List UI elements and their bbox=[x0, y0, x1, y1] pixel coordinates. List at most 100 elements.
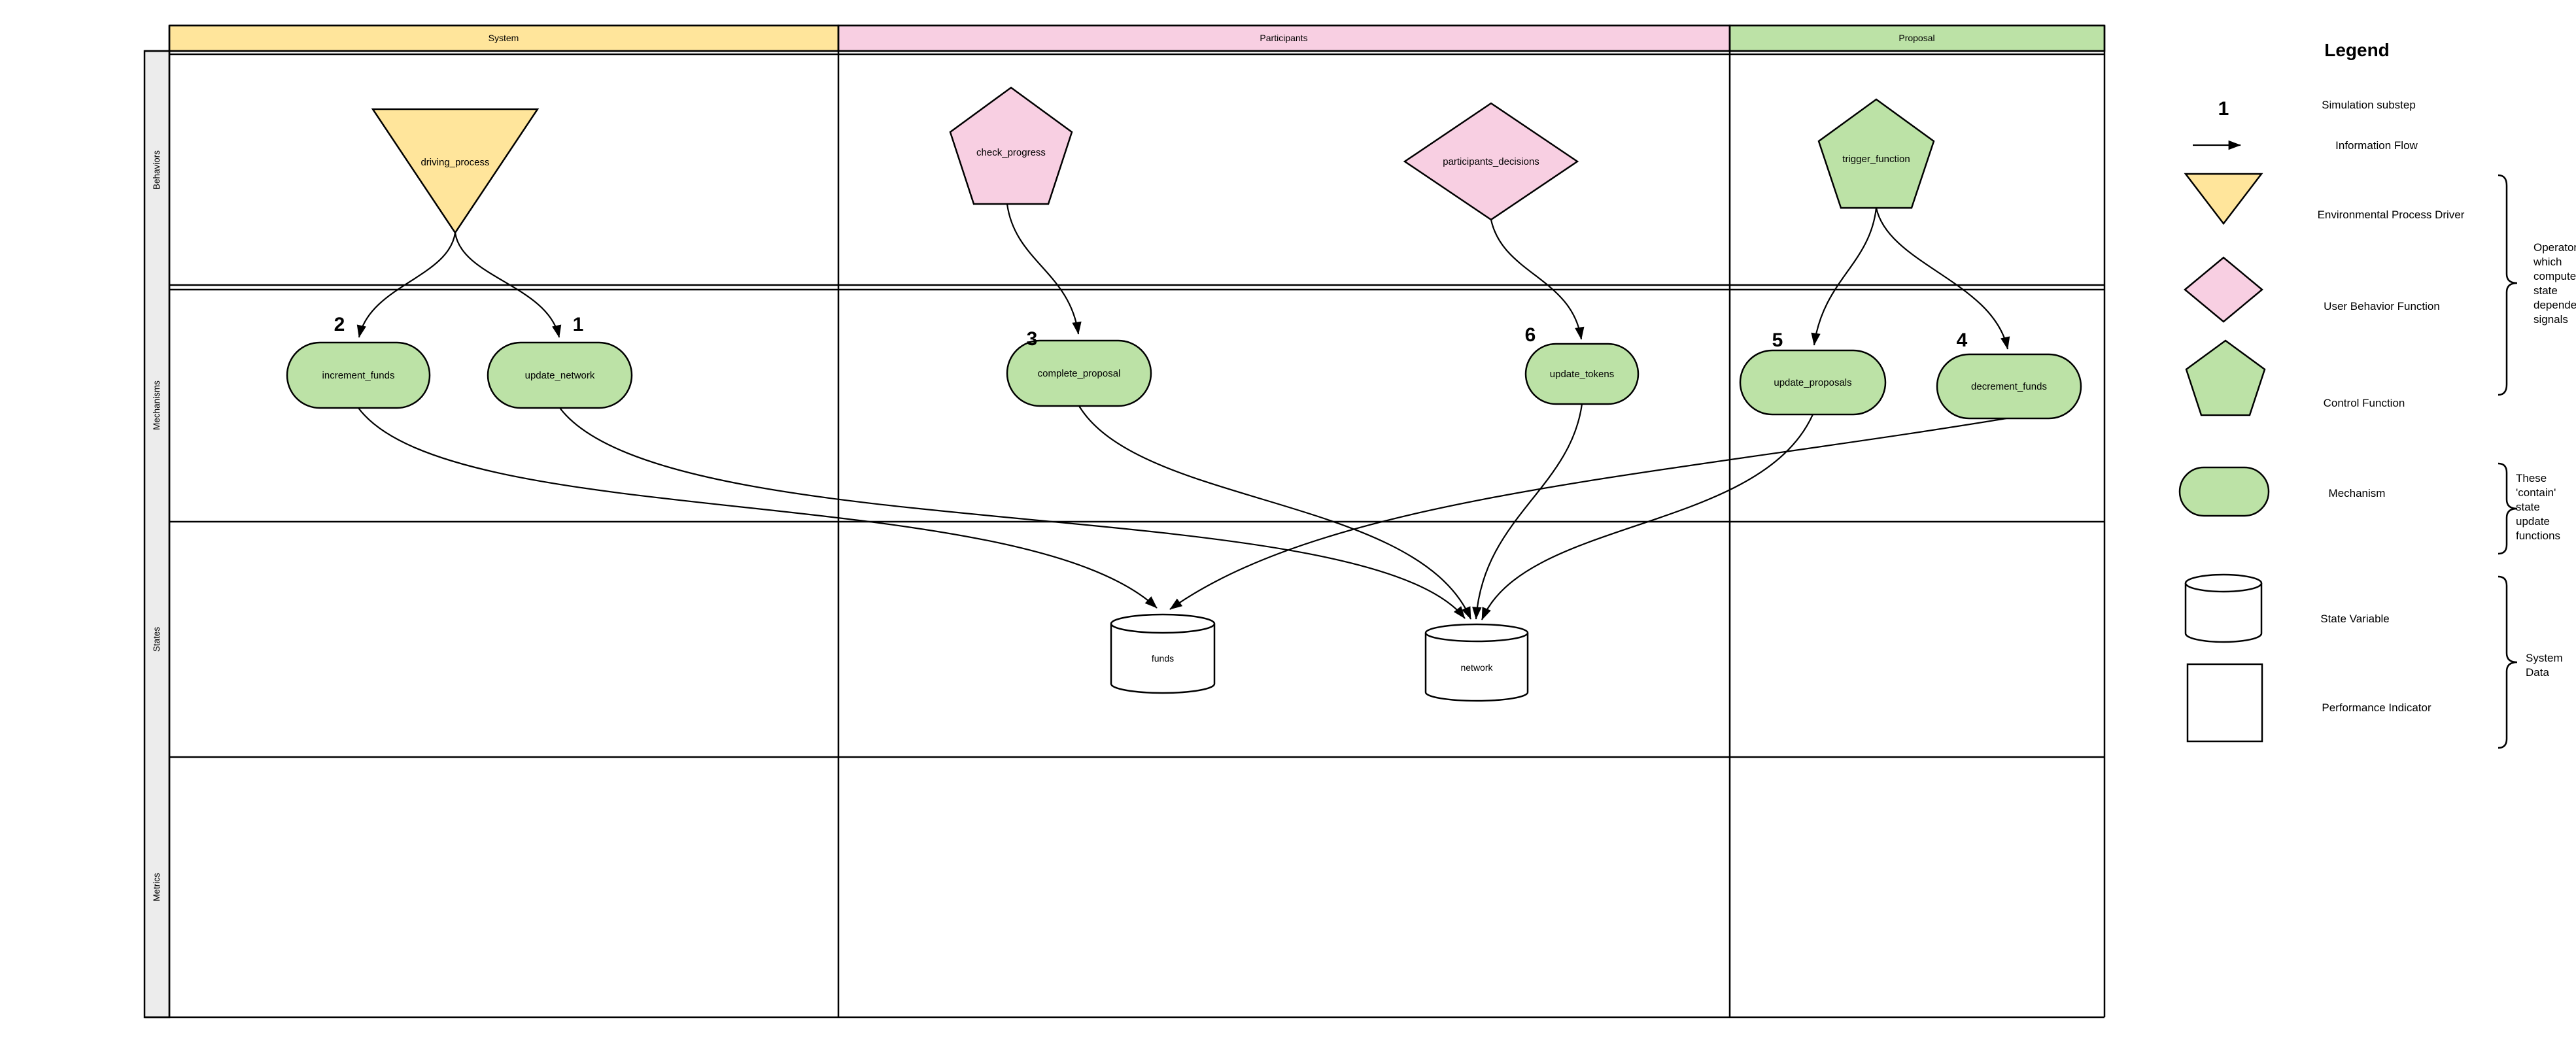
node-update-network: update_network bbox=[487, 341, 633, 409]
annotation-line: dependent bbox=[2533, 299, 2576, 311]
behavior-nodes: driving_process check_progress participa… bbox=[371, 86, 1935, 235]
legend-label-control-function: Control Function bbox=[2324, 397, 2405, 409]
edge-trigger-function-to-update-proposals bbox=[1811, 207, 1878, 346]
node-label: network bbox=[1460, 662, 1493, 673]
column-header-system: System bbox=[489, 33, 519, 43]
pentagon-icon bbox=[2185, 339, 2266, 416]
row-label-column bbox=[143, 50, 171, 1019]
node-label: trigger_function bbox=[1842, 154, 1910, 165]
node-network: network bbox=[1424, 623, 1529, 702]
node-label: decrement_funds bbox=[1971, 381, 2047, 392]
brace-system-data bbox=[2498, 575, 2518, 749]
edge-update-tokens-to-network bbox=[1472, 403, 1583, 620]
row-label-behaviors: Behaviors bbox=[152, 150, 162, 190]
swimlane-table: System Participants Proposal Behaviors M… bbox=[143, 24, 2106, 1019]
legend-title: Legend bbox=[2324, 40, 2390, 60]
annotation-line: state bbox=[2516, 501, 2540, 513]
annotation-line: These bbox=[2516, 472, 2547, 484]
edge-update-network-to-network bbox=[559, 407, 1466, 619]
edge-trigger-function-to-decrement-funds bbox=[1875, 207, 2010, 350]
stadium-icon bbox=[1739, 349, 1887, 416]
brace-contain bbox=[2498, 462, 2518, 555]
row-label-states: States bbox=[152, 627, 162, 652]
stadium-icon bbox=[286, 341, 431, 409]
substep-numbers: 2 1 3 6 5 4 bbox=[334, 314, 1968, 351]
node-label: update_proposals bbox=[1774, 377, 1851, 388]
behavior-edges bbox=[356, 203, 2010, 350]
triangle-down-icon bbox=[2184, 173, 2263, 226]
column-header-participants: Participants bbox=[1260, 33, 1307, 43]
annotation-line: Operators bbox=[2533, 241, 2576, 254]
legend-substep-symbol: 1 bbox=[2218, 98, 2229, 120]
edge-complete-proposal-to-network bbox=[1078, 405, 1472, 620]
legend-label-performance-indicator: Performance Indicator bbox=[2322, 701, 2431, 714]
stadium-icon bbox=[487, 341, 633, 409]
legend: Legend 1 Simulation substep Information … bbox=[2178, 40, 2576, 749]
node-update-proposals: update_proposals bbox=[1739, 349, 1887, 416]
node-driving-process: driving_process bbox=[371, 108, 540, 235]
edge-increment-funds-to-funds bbox=[358, 407, 1158, 609]
node-decrement-funds: decrement_funds bbox=[1936, 353, 2082, 420]
pentagon-icon bbox=[1817, 98, 1935, 209]
substep-number: 5 bbox=[1772, 329, 1783, 351]
substep-number: 4 bbox=[1957, 329, 1968, 351]
mechanism-nodes: increment_funds update_network complete_… bbox=[286, 339, 2082, 420]
annotation-line: System bbox=[2526, 652, 2563, 664]
legend-label-information-flow: Information Flow bbox=[2335, 139, 2418, 152]
cylinder-icon bbox=[2184, 583, 2263, 643]
edge-decrement-funds-to-funds bbox=[1169, 417, 2007, 610]
diamond-icon bbox=[1403, 102, 1579, 221]
node-funds: funds bbox=[1110, 613, 1216, 694]
legend-label-state-variable: State Variable bbox=[2320, 613, 2390, 625]
node-label: update_tokens bbox=[1550, 369, 1614, 380]
annotation-line: 'contain' bbox=[2516, 486, 2556, 499]
node-label: check_progress bbox=[976, 147, 1046, 158]
node-label: driving_process bbox=[421, 157, 489, 168]
legend-label-user-behavior-function: User Behavior Function bbox=[2324, 300, 2440, 312]
row-label-mechanisms: Mechanisms bbox=[152, 380, 162, 430]
edge-update-proposals-to-network bbox=[1481, 414, 1814, 620]
pentagon-icon bbox=[949, 86, 1073, 205]
node-label: participants_decisions bbox=[1443, 156, 1539, 167]
edge-driving-process-to-update-network bbox=[454, 232, 562, 338]
triangle-down-icon bbox=[371, 108, 540, 235]
legend-label-mechanism: Mechanism bbox=[2329, 487, 2386, 499]
node-label: complete_proposal bbox=[1038, 368, 1121, 379]
node-label: increment_funds bbox=[322, 370, 395, 381]
node-increment-funds: increment_funds bbox=[286, 341, 431, 409]
annotation-line: which bbox=[2533, 256, 2562, 268]
state-update-edges bbox=[358, 403, 2007, 620]
annotation-line: functions bbox=[2516, 530, 2560, 542]
cylinder-top-icon bbox=[1424, 623, 1529, 643]
stadium-icon bbox=[1936, 353, 2082, 420]
node-label: update_network bbox=[525, 370, 595, 381]
brace-operators bbox=[2498, 174, 2518, 396]
annotation-line: signals bbox=[2533, 313, 2568, 326]
substep-number: 3 bbox=[1027, 328, 1038, 350]
edge-check-progress-to-complete-proposal bbox=[1006, 203, 1082, 335]
node-label: funds bbox=[1152, 653, 1174, 664]
diamond-icon bbox=[2184, 256, 2263, 323]
node-check-progress: check_progress bbox=[949, 86, 1073, 205]
row-label-metrics: Metrics bbox=[152, 873, 162, 902]
annotation-line: compute bbox=[2533, 270, 2576, 282]
edge-driving-process-to-increment-funds bbox=[356, 232, 456, 338]
node-complete-proposal: complete_proposal bbox=[1006, 339, 1152, 407]
stadium-icon bbox=[1006, 339, 1152, 407]
cylinder-top-icon bbox=[1110, 613, 1216, 634]
annotation-line: state bbox=[2533, 284, 2558, 297]
square-icon bbox=[2186, 663, 2263, 743]
annotation-line: update bbox=[2516, 515, 2550, 528]
node-update-tokens: update_tokens bbox=[1524, 343, 1640, 405]
legend-label-simulation-substep: Simulation substep bbox=[2322, 99, 2416, 111]
annotation-line: Data bbox=[2526, 666, 2549, 679]
cylinder-icon bbox=[1110, 624, 1216, 694]
legend-label-environmental-process-driver: Environmental Process Driver bbox=[2318, 209, 2465, 221]
column-header-proposal: Proposal bbox=[1898, 33, 1934, 43]
edge-participants-decisions-to-update-tokens bbox=[1490, 219, 1585, 340]
state-nodes: funds network bbox=[1110, 613, 1529, 702]
stadium-icon bbox=[2178, 466, 2270, 517]
substep-number: 6 bbox=[1525, 324, 1536, 346]
